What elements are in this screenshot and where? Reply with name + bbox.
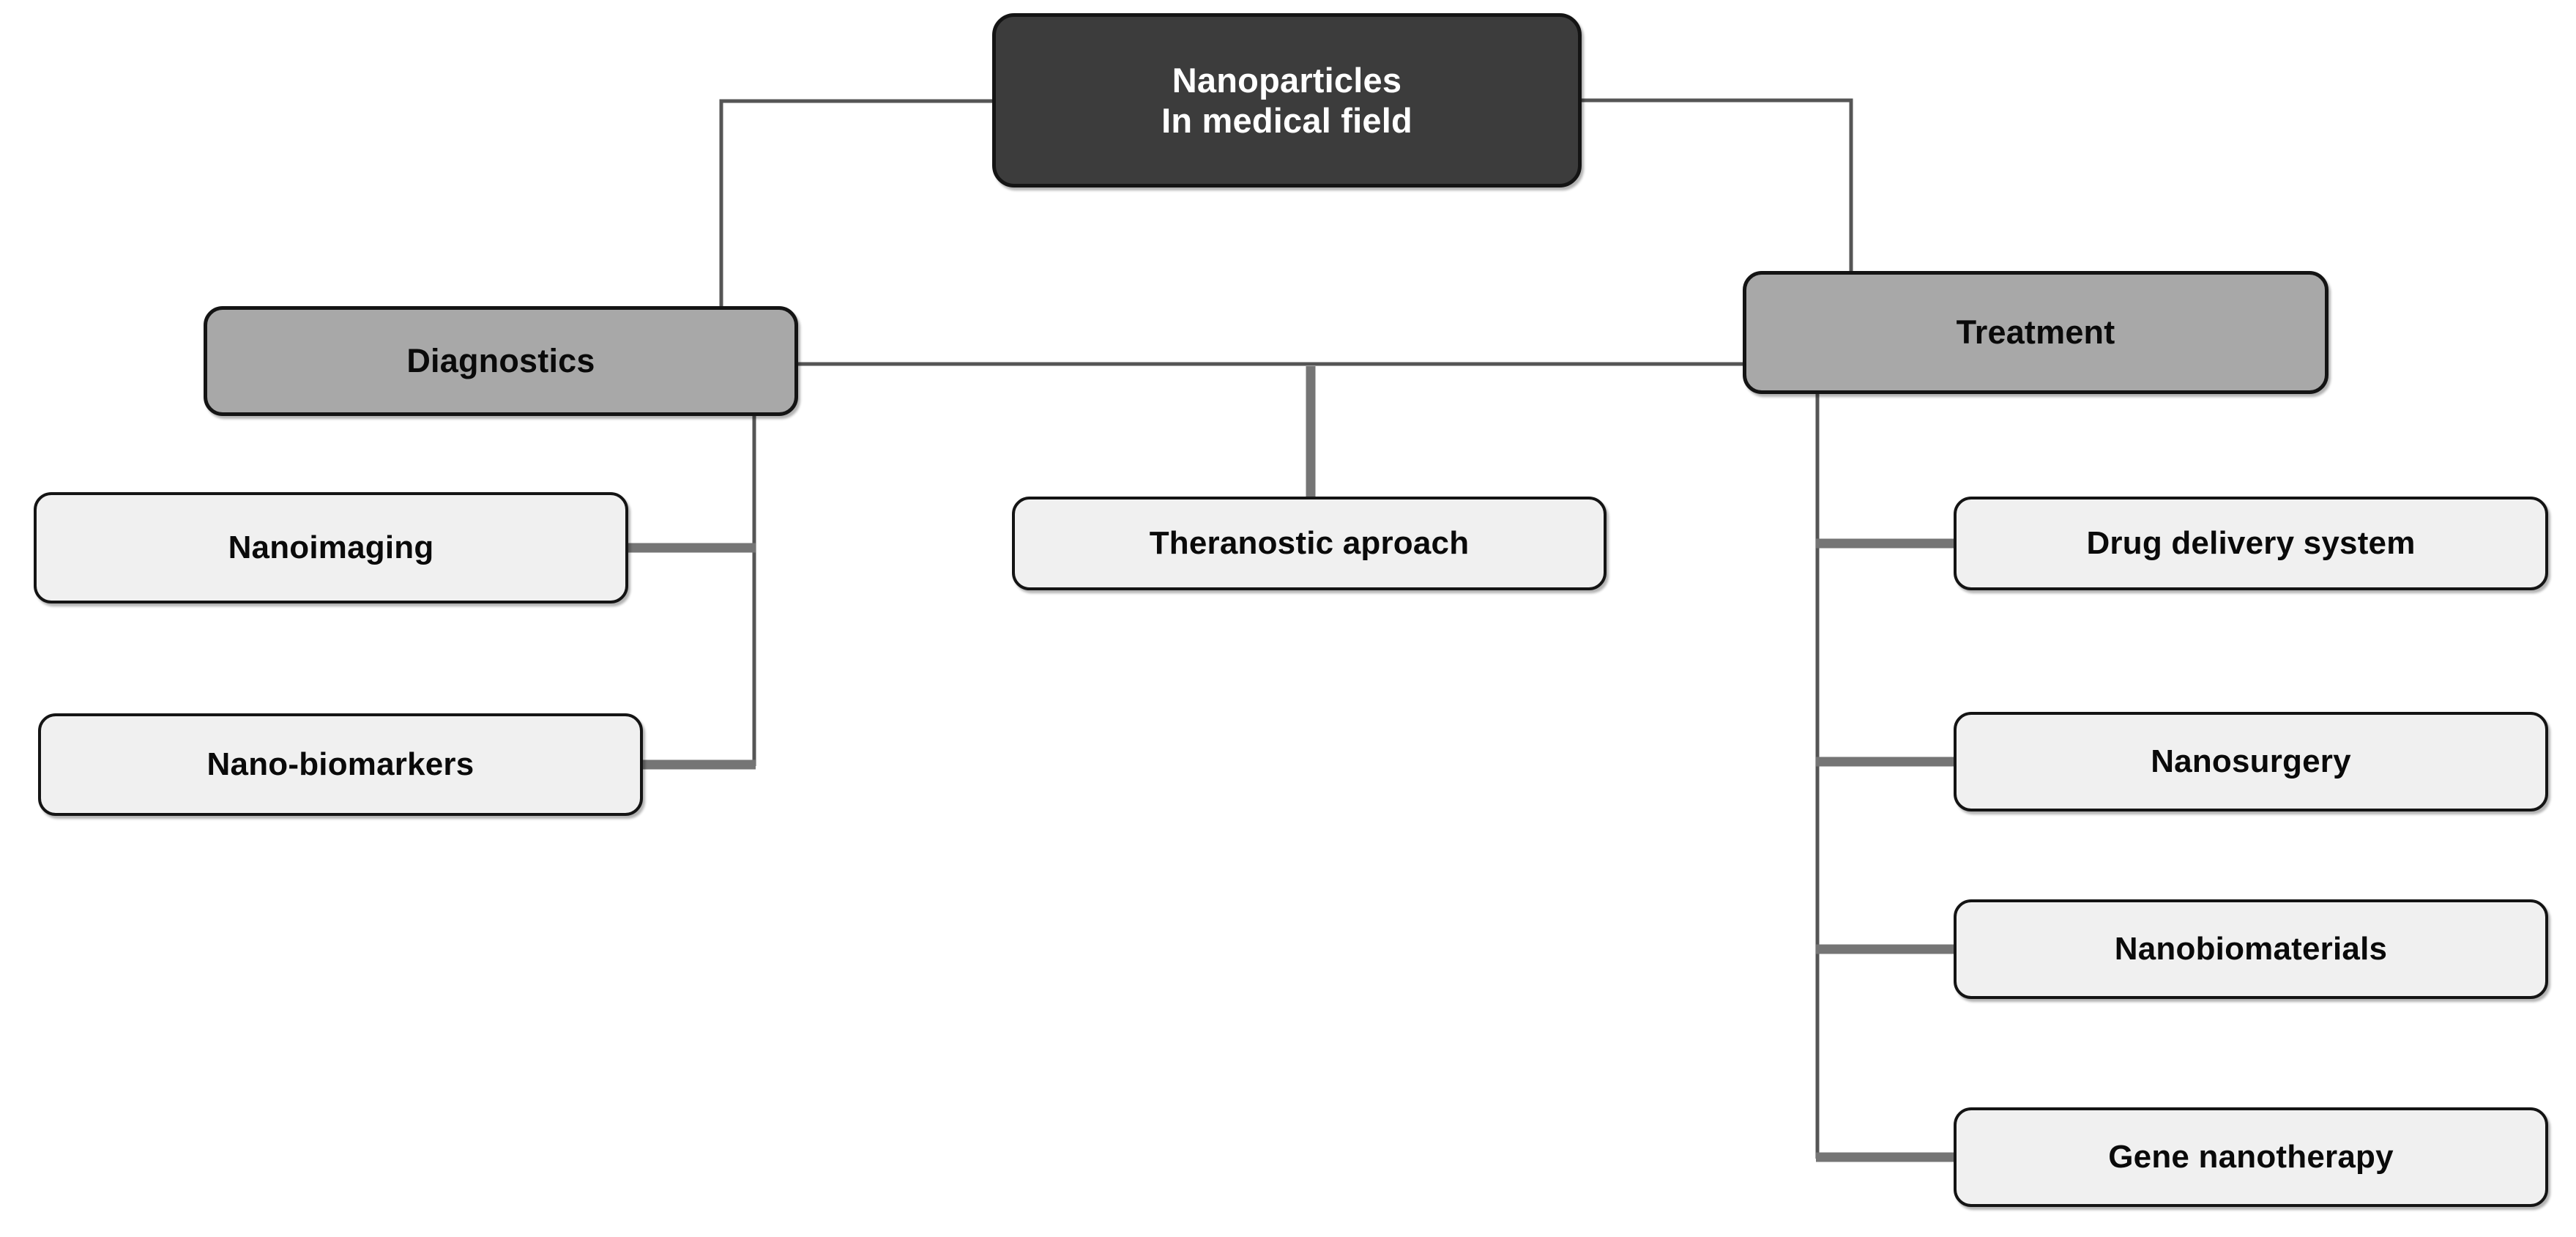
node-theranostic-aproach[interactable]: Theranostic aproach <box>1012 497 1607 590</box>
node-label: Theranostic aproach <box>1149 525 1470 562</box>
node-nanoimaging[interactable]: Nanoimaging <box>34 492 628 603</box>
node-nanosurgery[interactable]: Nanosurgery <box>1954 712 2548 811</box>
node-label: Nanoimaging <box>228 530 434 566</box>
node-label: Drug delivery system <box>2086 525 2416 562</box>
node-label: Gene nanotherapy <box>2108 1139 2394 1175</box>
node-treatment[interactable]: Treatment <box>1743 271 2329 394</box>
node-nano-biomarkers[interactable]: Nano-biomarkers <box>38 713 643 816</box>
node-gene-nanotherapy[interactable]: Gene nanotherapy <box>1954 1107 2548 1207</box>
node-label: Diagnostics <box>406 342 595 380</box>
node-label: Nanosurgery <box>2151 743 2351 780</box>
node-nanoparticles-in-medical-field[interactable]: Nanoparticles In medical field <box>992 13 1582 187</box>
node-label: Nanoparticles In medical field <box>1161 60 1412 140</box>
node-diagnostics[interactable]: Diagnostics <box>204 306 798 416</box>
edge-root-to-treatment <box>1582 98 1853 272</box>
node-label: Nanobiomaterials <box>2114 931 2388 967</box>
edge-root-to-diagnostics <box>719 99 992 308</box>
node-label: Nano-biomarkers <box>206 746 474 783</box>
node-label: Treatment <box>1956 313 2115 352</box>
node-drug-delivery-system[interactable]: Drug delivery system <box>1954 497 2548 590</box>
node-nanobiomaterials[interactable]: Nanobiomaterials <box>1954 899 2548 999</box>
